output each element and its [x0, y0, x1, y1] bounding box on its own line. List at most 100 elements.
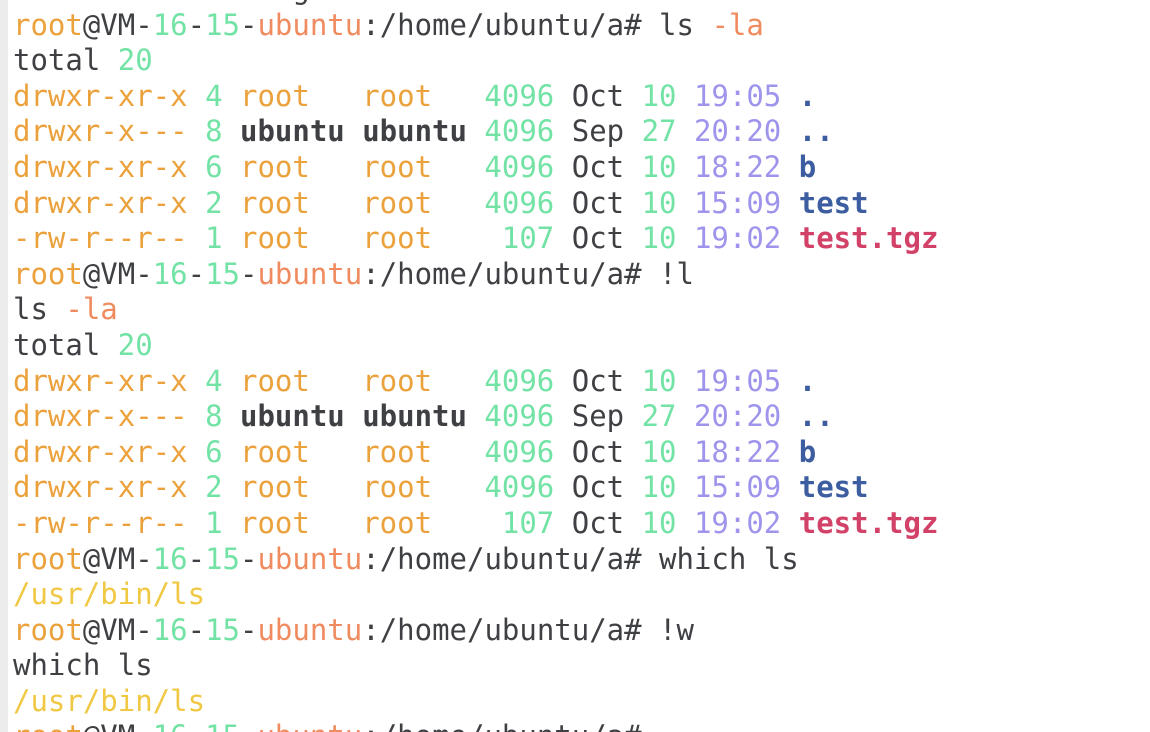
terminal-line: ls -la — [13, 292, 938, 328]
text-segment: total — [13, 327, 118, 362]
text-segment: 8 — [205, 399, 240, 434]
terminal-line: drwxr-x--- 8 ubuntu ubuntu 4096 Sep 27 2… — [13, 399, 938, 435]
text-segment: root root — [239, 78, 485, 113]
terminal-line: root@VM-16-15-ubuntu:/home/ubuntu/a# whi… — [13, 542, 938, 578]
terminal-line: /usr/bin/ls — [13, 577, 938, 613]
text-segment: 2 — [205, 185, 240, 220]
text-segment: root — [13, 7, 83, 42]
text-segment: root root — [239, 505, 485, 540]
text-segment: 20 — [117, 43, 153, 78]
text-segment: 20:20 — [693, 399, 799, 434]
terminal-line: root@VM-16-15-ubuntu:/home/ubuntu/a# — [13, 719, 938, 732]
text-segment: :/home/ubuntu/a# — [362, 256, 660, 291]
terminal-line: root@VM-16-15-ubuntu:/home/ubuntu/a# ls … — [13, 8, 938, 44]
terminal-line: /usr/bin/ls — [13, 684, 938, 720]
text-segment: drwxr-xr-x — [13, 470, 206, 505]
text-segment: -rw-r--r-- — [13, 505, 206, 540]
text-segment: 10 — [641, 149, 694, 184]
text-segment: 15:09 — [693, 185, 799, 220]
text-segment: @VM- — [82, 612, 153, 647]
text-segment: drwxr-xr-x — [13, 78, 206, 113]
text-segment: 10 — [641, 470, 694, 505]
terminal-line: drwxr-xr-x 4 root root 4096 Oct 10 19:05… — [13, 79, 938, 115]
text-segment: - — [240, 7, 258, 42]
text-segment: 4096 — [484, 470, 572, 505]
text-segment: 18:22 — [693, 434, 799, 469]
text-segment: 4096 — [484, 399, 572, 434]
terminal-line: which ls — [13, 648, 938, 684]
text-segment: ubuntu — [257, 541, 363, 576]
terminal-line: drwxr-xr-x 2 root root 4096 Oct 10 15:09… — [13, 186, 938, 222]
text-segment: 4096 — [484, 363, 572, 398]
text-segment: !w — [659, 612, 694, 647]
text-segment: -la — [711, 7, 764, 42]
text-segment: b — [798, 434, 817, 469]
text-segment: 16 — [153, 719, 188, 732]
terminal-output: groot@VM-16-15-ubuntu:/home/ubuntu/a# ls… — [13, 0, 938, 732]
text-segment: ubuntu ubuntu — [239, 399, 485, 434]
text-segment: !l — [659, 256, 694, 291]
text-segment: 4 — [205, 78, 240, 113]
text-segment: 19:05 — [693, 78, 799, 113]
left-gutter — [0, 0, 8, 732]
text-segment: 10 — [641, 78, 694, 113]
text-segment: .. — [798, 399, 834, 434]
terminal-line: drwxr-xr-x 6 root root 4096 Oct 10 18:22… — [13, 150, 938, 186]
text-segment: root root — [239, 434, 485, 469]
text-segment: 15:09 — [693, 470, 799, 505]
text-segment: Oct — [571, 149, 642, 184]
terminal-line: root@VM-16-15-ubuntu:/home/ubuntu/a# !l — [13, 257, 938, 293]
text-segment: @VM- — [82, 256, 153, 291]
text-segment: .. — [798, 114, 834, 149]
text-segment: Oct — [571, 363, 642, 398]
text-segment: :/home/ubuntu/a# — [362, 719, 659, 732]
text-segment: 18:22 — [693, 149, 799, 184]
text-segment: root root — [239, 185, 485, 220]
text-segment: root root — [239, 221, 485, 256]
terminal-line: -rw-r--r-- 1 root root 107 Oct 10 19:02 … — [13, 221, 938, 257]
text-segment: 6 — [205, 149, 240, 184]
text-segment: 10 — [641, 363, 694, 398]
text-segment: - — [187, 256, 206, 291]
text-segment: drwxr-x--- — [13, 399, 206, 434]
text-segment: -rw-r--r-- — [13, 221, 206, 256]
text-segment: 10 — [641, 434, 694, 469]
text-segment: 4096 — [484, 185, 572, 220]
text-segment: root — [13, 719, 83, 732]
text-segment: 16 — [152, 7, 188, 42]
text-segment: 107 — [484, 505, 572, 540]
text-segment: - — [240, 256, 258, 291]
text-segment: 15 — [205, 612, 240, 647]
text-segment: 4 — [205, 363, 240, 398]
text-segment: 4096 — [484, 149, 572, 184]
text-segment: Sep — [571, 114, 642, 149]
text-segment: 6 — [205, 434, 240, 469]
text-segment: 15 — [205, 7, 240, 42]
text-segment: test.tgz — [798, 505, 939, 540]
text-segment: drwxr-xr-x — [13, 434, 206, 469]
text-segment: 19:05 — [693, 363, 799, 398]
text-segment: drwxr-xr-x — [13, 185, 206, 220]
text-segment: -la — [65, 292, 118, 327]
text-segment: 10 — [641, 505, 694, 540]
text-segment: @VM- — [83, 719, 153, 732]
text-segment: - — [187, 612, 206, 647]
text-segment: 15 — [205, 541, 240, 576]
text-segment: root — [13, 612, 83, 647]
text-segment: 16 — [152, 541, 188, 576]
text-segment: ubuntu — [257, 256, 363, 291]
text-segment: 15 — [205, 719, 240, 732]
text-segment: Oct — [571, 185, 642, 220]
terminal-line: g — [13, 0, 938, 8]
text-segment: drwxr-xr-x — [13, 149, 206, 184]
text-segment: root — [13, 541, 83, 576]
text-segment: 4096 — [484, 78, 572, 113]
text-segment: . — [798, 363, 817, 398]
text-segment: Sep — [571, 399, 642, 434]
text-segment: root root — [239, 149, 485, 184]
text-segment: Oct — [571, 434, 642, 469]
text-segment: test — [798, 185, 869, 220]
text-segment: drwxr-x--- — [13, 114, 206, 149]
text-segment: Oct — [571, 221, 642, 256]
